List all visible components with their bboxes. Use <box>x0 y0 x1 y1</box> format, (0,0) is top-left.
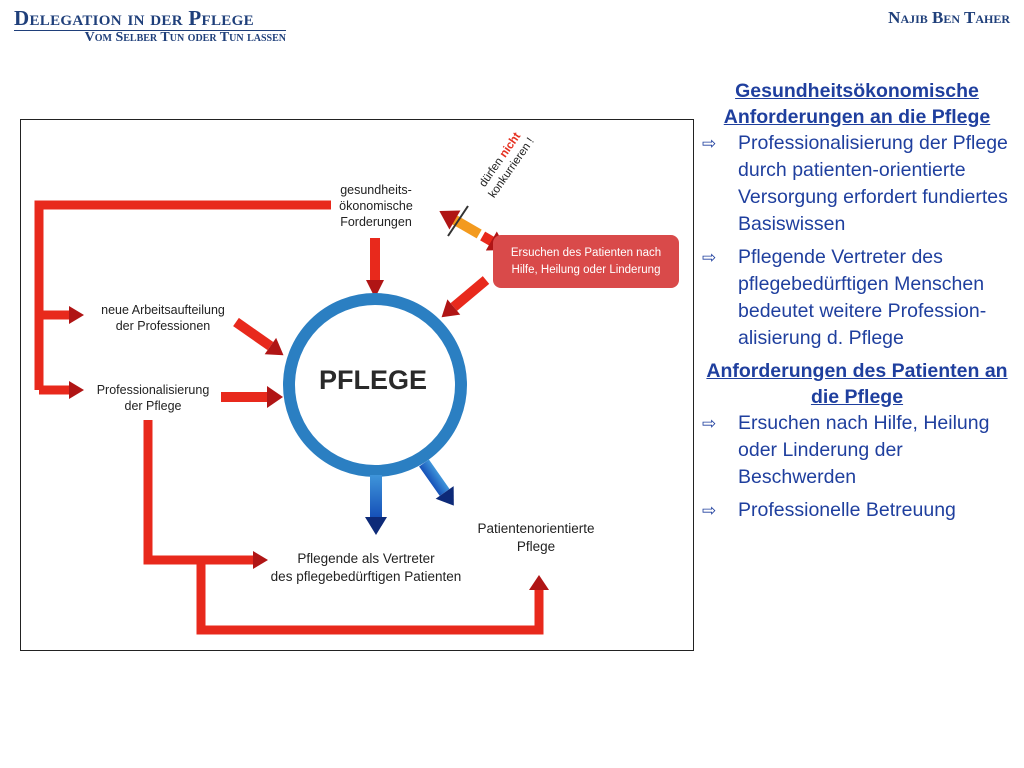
diagram-graphics <box>34 200 549 635</box>
arrow-to-pflegende <box>253 551 268 569</box>
label-patientenorientierte-pflege: Patientenorientierte Pflege <box>477 521 595 554</box>
arrow-profess-head <box>267 386 283 408</box>
line-bottom-loop <box>196 560 544 635</box>
arrow-bullet-icon: ⇨ <box>702 248 717 267</box>
list-item: ⇨ Professionalisierung der Pflege durch p… <box>700 130 1014 238</box>
arrow-top-head <box>366 280 384 298</box>
pflege-diagram: gesundheits- ökonomische Forderungen neu… <box>20 119 694 651</box>
list-item: ⇨ Professionelle Betreuung <box>700 497 1014 524</box>
blue-arrow-down-head <box>365 517 387 535</box>
author-name: Najib Ben Taher <box>888 8 1010 27</box>
label-gesundheitsoekonomische-forderungen: gesundheits- ökonomische Forderungen <box>339 183 413 229</box>
arrow-ersuchen-head <box>441 299 461 318</box>
conflict-crossing-line <box>447 205 469 237</box>
list-item: ⇨ Pflegende Vertreter des pflegebedürftig… <box>700 244 1014 352</box>
label-pflegende-als-vertreter: Pflegende als Vertreter des pflegebedürf… <box>270 551 462 584</box>
presentation-subtitle: Vom Selber Tun oder Tun lassen <box>84 30 286 45</box>
list-gesundheitsoekonomische: ⇨ Professionalisierung der Pflege durch p… <box>700 130 1014 352</box>
blue-arrow-diag-shaft <box>419 459 450 496</box>
arrow-profess-shaft <box>221 392 267 402</box>
arrow-arbeitsaufteilung-head <box>264 337 284 356</box>
arrow-ersuchen-shaft <box>450 276 490 311</box>
blue-arrow-diag-head <box>435 486 454 506</box>
list-item: ⇨ Ersuchen nach Hilfe, Heilung oder Linde… <box>700 410 1014 491</box>
box-ersuchen-des-patienten: Ersuchen des Patienten nach Hilfe, Heilu… <box>493 235 679 288</box>
list-item-text: Pflegende Vertreter des pflegebedürftige… <box>738 246 987 349</box>
arrow-up-patientenorientiert <box>529 575 549 590</box>
feedback-line-top-left <box>34 200 331 390</box>
conflict-arrow-left <box>439 210 461 230</box>
title-underline <box>14 30 286 31</box>
list-patienten-anforderungen: ⇨ Ersuchen nach Hilfe, Heilung oder Linde… <box>700 410 1014 524</box>
heading-gesundheitsoekonomische-anforderungen: Gesundheitsökonomische Anforderungen an … <box>723 80 991 128</box>
box-ersuchen-text: Ersuchen des Patienten nach Hilfe, Heilu… <box>510 246 662 276</box>
arrow-bullet-icon: ⇨ <box>702 414 717 433</box>
center-label-pflege: PFLEGE <box>318 365 427 395</box>
arrow-to-professionalisierung <box>69 381 84 399</box>
presentation-title: Delegation in der Pflege <box>14 6 254 30</box>
label-professionalisierung: Professionalisierung der Pflege <box>96 383 210 413</box>
sidebar-text: Gesundheitsökonomische Anforderungen an … <box>700 78 1014 530</box>
list-item-text: Professionelle Betreuung <box>738 499 956 521</box>
list-item-text: Professionalisierung der Pflege durch pa… <box>738 132 1008 235</box>
arrow-bullet-icon: ⇨ <box>702 501 717 520</box>
pflege-circle <box>283 293 467 477</box>
blue-arrow-down-shaft <box>370 475 382 517</box>
arrow-arbeitsaufteilung-shaft <box>233 317 274 351</box>
label-neue-arbeitsaufteilung: neue Arbeitsaufteilung der Professionen <box>101 303 225 333</box>
line-professionalisierung-down <box>143 420 253 565</box>
arrow-to-arbeitsaufteilung <box>69 306 84 324</box>
list-item-text: Ersuchen nach Hilfe, Heilung oder Linder… <box>738 412 990 488</box>
heading-anforderungen-des-patienten: Anforderungen des Patienten an die Pfleg… <box>706 360 1008 408</box>
arrow-bullet-icon: ⇨ <box>702 134 717 153</box>
arrow-top-shaft <box>370 238 380 280</box>
